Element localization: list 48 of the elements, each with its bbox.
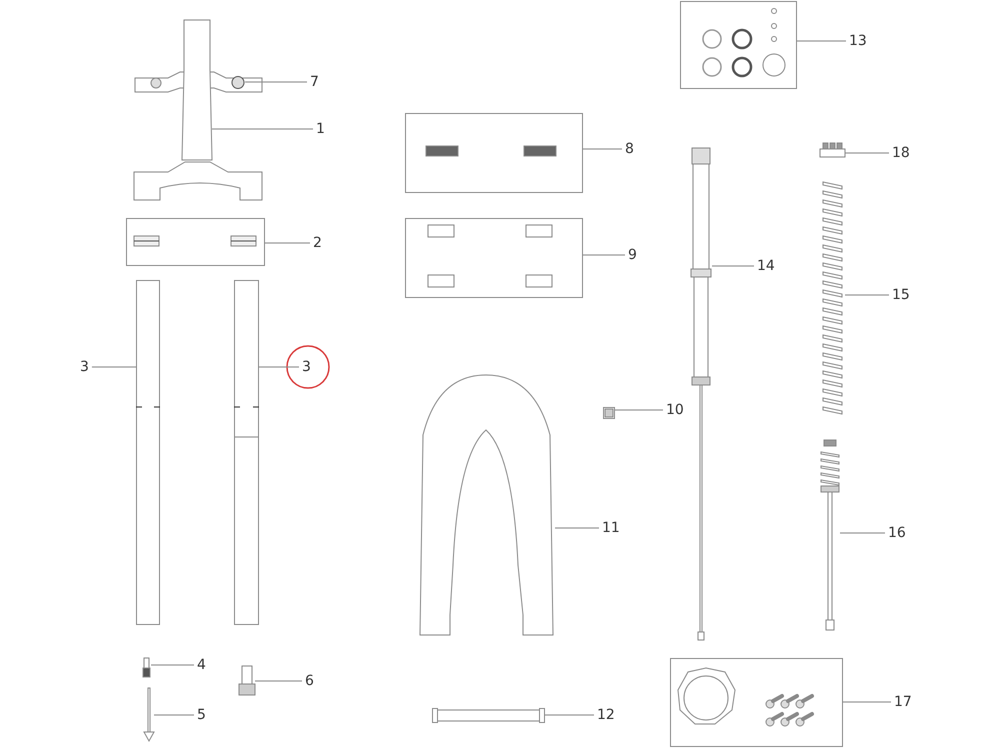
seal-kit-drawing xyxy=(680,1,797,89)
stanchion-tube-drawing xyxy=(234,280,259,625)
callout-number: 4 xyxy=(197,656,206,674)
leader-line xyxy=(582,148,622,150)
stanchion-tube-drawing xyxy=(136,280,160,625)
parts-kit-drawing xyxy=(126,218,265,266)
parts-kit-drawing xyxy=(405,113,583,193)
leader-line xyxy=(154,714,194,716)
bolt-drawing xyxy=(231,76,245,89)
callout-number: 16 xyxy=(888,524,906,542)
callout-number: 15 xyxy=(892,286,910,304)
callout-number: 3 xyxy=(302,358,311,376)
callout-number: 6 xyxy=(305,672,314,690)
leader-line xyxy=(91,366,136,368)
callout-number: 5 xyxy=(197,706,206,724)
callout-number: 17 xyxy=(894,693,912,711)
leader-line xyxy=(796,40,846,42)
leader-line xyxy=(582,254,626,256)
axle-drawing xyxy=(432,708,545,723)
leader-line xyxy=(840,532,886,534)
parts-kit-drawing xyxy=(405,218,583,298)
callout-number: 13 xyxy=(849,32,867,50)
leader-line xyxy=(844,294,890,296)
callout-number: 12 xyxy=(597,706,615,724)
callout-number: 18 xyxy=(892,144,910,162)
callout-number: 3 xyxy=(80,358,89,376)
leader-line xyxy=(254,680,302,682)
rod-drawing xyxy=(144,688,154,742)
bolt-drawing xyxy=(142,658,151,678)
callout-number: 2 xyxy=(313,234,322,252)
valve-drawing xyxy=(239,666,255,696)
callout-number: 9 xyxy=(628,246,637,264)
top-cap-drawing xyxy=(820,143,845,158)
leader-line xyxy=(258,366,300,368)
callout-number: 10 xyxy=(666,401,684,419)
callout-number: 14 xyxy=(757,257,775,275)
small-part-drawing xyxy=(603,407,615,419)
leader-line xyxy=(844,152,890,154)
callout-number: 11 xyxy=(602,519,620,537)
leader-line xyxy=(264,242,310,244)
leader-line xyxy=(212,128,314,130)
parts-kit-drawing xyxy=(670,658,843,747)
spring-assembly-drawing xyxy=(820,440,840,632)
callout-number: 7 xyxy=(310,73,319,91)
leader-line xyxy=(544,714,594,716)
leader-line xyxy=(150,664,194,666)
callout-number: 1 xyxy=(316,120,325,138)
callout-number: 8 xyxy=(625,140,634,158)
